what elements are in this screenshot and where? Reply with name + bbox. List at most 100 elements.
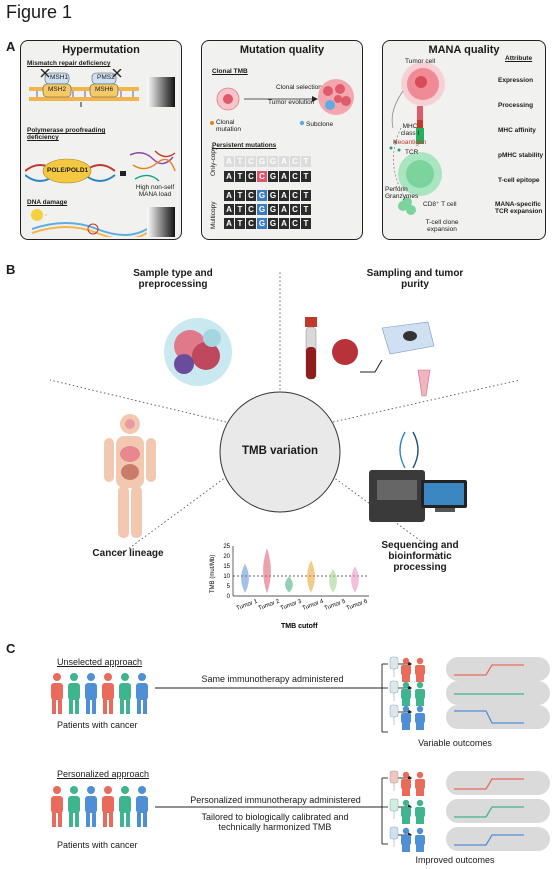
person-legs — [402, 674, 410, 682]
outcome-row — [389, 826, 550, 852]
person-legs — [402, 844, 410, 852]
base-letter: C — [246, 218, 256, 229]
iv-bag-icon — [389, 656, 399, 670]
patient-icon — [85, 673, 97, 714]
violin-shape — [307, 560, 315, 593]
patient-icon — [102, 786, 114, 827]
outcome-row — [389, 704, 550, 730]
polymerase-label: Polymerase proofreading deficiency — [27, 127, 106, 142]
base-letter: C — [246, 156, 256, 167]
violin-shape — [241, 563, 249, 593]
base-letter: C — [290, 218, 300, 229]
patient-icon — [136, 786, 148, 827]
polymerase-illustration — [25, 150, 176, 184]
sampling-label: Sampling and tumor purity — [366, 268, 464, 290]
person-body — [415, 835, 425, 845]
sampling-icons — [305, 317, 435, 397]
patient-icon — [85, 786, 97, 827]
high-load-label: High non-self MANA load — [135, 184, 175, 199]
outcome-pill — [446, 827, 550, 851]
person-legs — [416, 788, 424, 796]
violin-shape — [263, 548, 271, 594]
outcome-trend-line — [454, 806, 524, 818]
violin-ylabel: TMB (mut/Mb) — [210, 555, 216, 593]
tailored-label: Tailored to biologically calibrated and … — [201, 812, 349, 833]
base-letter: A — [224, 190, 234, 201]
personalized-immunotherapy-label: Personalized immunotherapy administered — [190, 795, 361, 805]
person-head — [402, 657, 410, 665]
figure-title: Figure 1 — [6, 2, 73, 22]
outcome-pill — [446, 681, 550, 705]
attribute-tcr-expansion: MANA-specific TCR expansion — [495, 201, 543, 216]
iv-bag-icon — [389, 770, 399, 784]
person-head — [402, 681, 410, 689]
person-head — [416, 799, 424, 807]
base-letter: C — [257, 171, 267, 182]
person-legs — [416, 698, 424, 706]
unselected-arrows — [155, 661, 412, 733]
outcome-row — [389, 680, 550, 706]
y-tick-label: 10 — [223, 574, 230, 580]
outcome-trend-line — [454, 710, 524, 724]
base-letter: G — [268, 204, 278, 215]
dna-damage-label: DNA damage — [27, 199, 68, 206]
patients-label-1: Patients with cancer — [57, 720, 138, 730]
person-body — [401, 713, 411, 723]
outcome-pill — [446, 657, 550, 681]
base-letter: A — [224, 171, 234, 182]
person-legs — [416, 844, 424, 852]
outcome-graphics — [389, 656, 550, 852]
outcome-trend-line — [454, 778, 524, 790]
outcome-pill — [446, 771, 550, 795]
outcome-pill — [446, 705, 550, 729]
attribute-header: Attribute — [505, 55, 533, 62]
outcome-pill — [446, 799, 550, 823]
person-head — [402, 705, 410, 713]
msh6-label: MSH6 — [95, 86, 114, 93]
base-letter: G — [268, 190, 278, 201]
clonal-mutation-label: Clonal mutation — [216, 119, 241, 134]
x-tick-label: Tumor 4 — [302, 598, 325, 611]
person-body — [401, 807, 411, 817]
base-letter: G — [257, 204, 267, 215]
violin-shape — [351, 566, 359, 593]
base-letter: C — [246, 190, 256, 201]
unselected-approach-label: Unselected approach — [57, 657, 143, 667]
attribute-processing: Processing — [498, 102, 534, 109]
patient-icon — [119, 673, 131, 714]
y-tick-label: 5 — [227, 584, 231, 590]
base-letter: A — [279, 218, 289, 229]
base-letter: T — [235, 156, 245, 167]
base-letter: T — [301, 156, 311, 167]
persistent-label: Persistent mutations — [212, 142, 277, 149]
person-legs — [402, 698, 410, 706]
base-letter: A — [224, 156, 234, 167]
sequencer-icon — [369, 431, 467, 522]
neoantigen-label: Neoantigen — [393, 139, 427, 146]
person-legs — [416, 674, 424, 682]
patient-icon — [51, 786, 63, 827]
violin-shape — [329, 568, 337, 593]
base-letter: A — [279, 156, 289, 167]
improved-outcomes-label: Improved outcomes — [415, 855, 495, 865]
patients-icon-group-1 — [51, 673, 148, 714]
base-letter: A — [279, 204, 289, 215]
panel-b-dividers — [49, 270, 521, 556]
person-legs — [402, 816, 410, 824]
base-letter: G — [268, 171, 278, 182]
mana-quality-title: MANA quality — [428, 44, 500, 56]
attribute-pmhc-stability: pMHC stability — [498, 152, 544, 159]
base-letter: C — [290, 156, 300, 167]
x-tick-label: Tumor 5 — [324, 598, 347, 611]
patients-icon-group-2 — [51, 786, 148, 827]
hypermutation-box: Hypermutation Mismatch repair deficiency… — [20, 40, 182, 240]
x-tick-label: Tumor 2 — [258, 598, 281, 611]
x-tick-label: Tumor 3 — [280, 598, 303, 611]
y-tick-label: 25 — [223, 544, 230, 550]
tumor-evolution-label: Tumor evolution — [268, 99, 315, 106]
person-body — [415, 807, 425, 817]
